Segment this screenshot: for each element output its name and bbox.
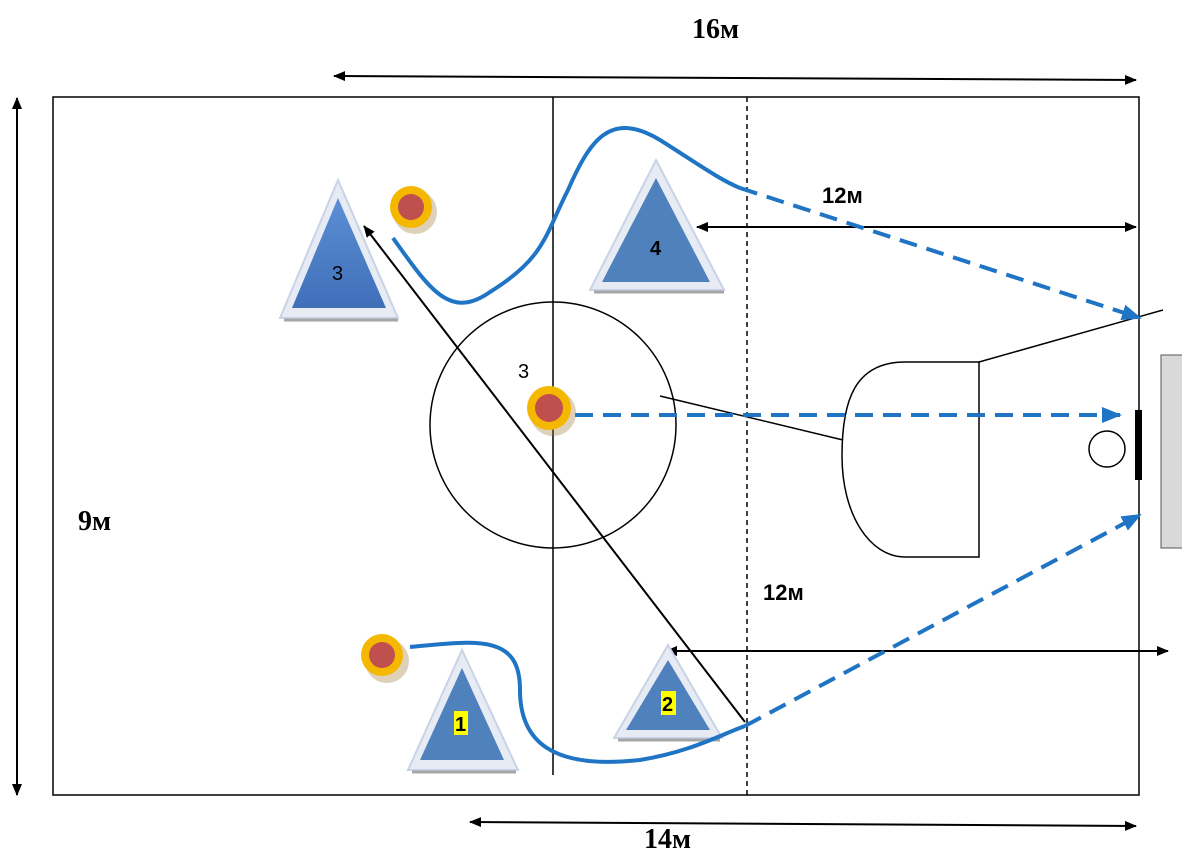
goal-line bbox=[1135, 410, 1142, 480]
run-path-lower bbox=[409, 640, 746, 764]
goal-net bbox=[1160, 354, 1182, 549]
cone-2: 2 bbox=[612, 643, 724, 742]
goal-area bbox=[841, 361, 980, 558]
cone-4: 4 bbox=[588, 157, 726, 294]
callout-line-goal-area bbox=[978, 309, 1164, 363]
diagonal-arrow bbox=[363, 225, 746, 723]
dimension-arrow-bottom bbox=[469, 817, 1137, 831]
dimension-top-label: 16м bbox=[692, 14, 739, 45]
dimension-lower-label: 12м bbox=[763, 580, 804, 605]
player-lower-left bbox=[361, 634, 409, 683]
cone-2-highlight bbox=[661, 691, 676, 715]
ball-icon bbox=[1088, 430, 1126, 468]
cone-2-number: 2 bbox=[662, 694, 673, 716]
pass-line-lower bbox=[744, 513, 1142, 728]
field-boundary bbox=[52, 96, 1140, 796]
callout-line-center bbox=[659, 395, 844, 441]
cone-4-number: 4 bbox=[650, 238, 662, 260]
dimension-bottom-label: 14м bbox=[644, 824, 691, 850]
dimension-side-label: 9м bbox=[78, 506, 111, 537]
dimension-upper-label: 12м bbox=[822, 183, 863, 208]
pass-line-upper bbox=[739, 186, 1142, 321]
cone-3-number: 3 bbox=[332, 263, 343, 285]
player-upper-left bbox=[390, 186, 437, 234]
cone-1-highlight bbox=[454, 711, 468, 735]
player-center: 3 bbox=[518, 361, 576, 436]
center-player-number: 3 bbox=[518, 361, 529, 383]
cone-3: 3 bbox=[278, 177, 400, 322]
cone-1-number: 1 bbox=[455, 714, 466, 736]
center-circle bbox=[429, 301, 677, 549]
run-path-upper bbox=[391, 126, 741, 305]
cone-1: 1 bbox=[406, 647, 520, 774]
dimension-arrow-top bbox=[333, 71, 1137, 85]
